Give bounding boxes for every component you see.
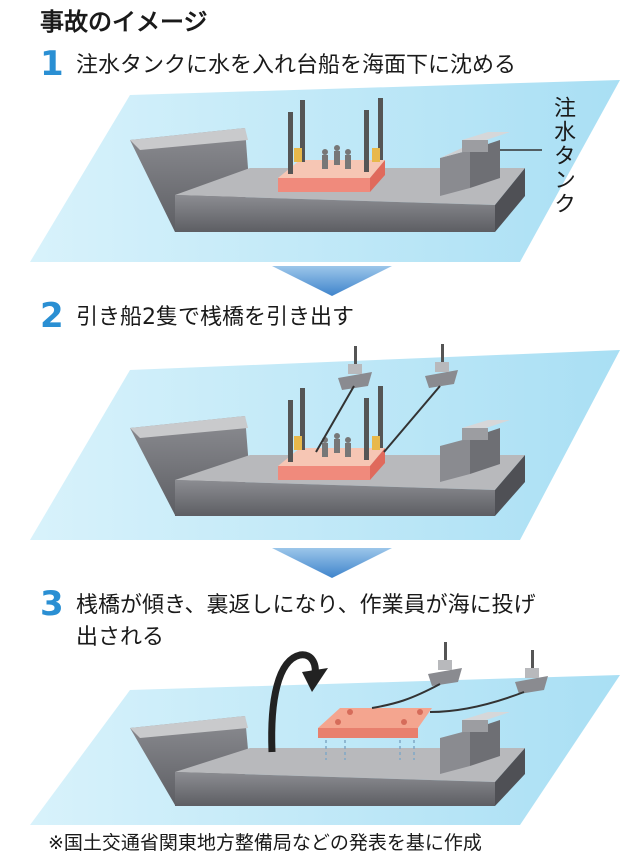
pier-side [278,466,370,480]
barge [130,716,525,806]
step-arrow-1 [272,266,392,296]
barge-hull [175,480,495,516]
pier [278,386,385,480]
pier-side [278,178,370,192]
tugboat [338,346,372,390]
tow-line [383,385,441,453]
pier [278,98,385,192]
step-2: 2 引き船2隻で桟橋を引き出す [40,296,354,336]
tugboat [428,642,462,686]
step-number: 2 [40,296,64,336]
tow-line [371,683,441,709]
pier-top [278,160,385,178]
step-text: 注水タンクに水を入れ台船を海面下に沈める [76,53,517,78]
barge-deck [175,748,525,782]
panel-1 [30,80,620,262]
source-footnote: ※国土交通省関東地方整備局などの発表を基に作成 [48,832,482,854]
capsize-arrow-head [302,668,328,692]
tugboat [515,650,548,694]
tugboat [425,344,458,388]
water-tank [440,712,510,774]
overturned-pier [318,708,432,760]
water-tank [440,132,510,196]
tow-line [315,385,355,453]
pier-top [278,448,385,466]
panel-2 [30,344,620,540]
pier-side [318,728,418,738]
diagram-title: 事故のイメージ [40,8,208,36]
capsize-arrow [268,651,319,753]
step-number: 3 [40,584,64,624]
workers [322,145,351,169]
step-text: 引き船2隻で桟橋を引き出す [76,305,354,330]
water-tank [440,420,510,482]
barge-hull [175,772,495,806]
step-text-line-2: 出される [76,625,165,650]
step-3: 3 桟橋が傾き、裏返しになり、作業員が海に投げ 出される [40,584,536,654]
barge-hull [175,195,495,232]
tow-line [429,691,525,713]
panel-3 [30,642,620,825]
step-arrow-2 [272,548,392,578]
step-number: 1 [40,44,64,84]
step-1: 1 注水タンクに水を入れ台船を海面下に沈める [40,44,517,84]
step-text-line-1: 桟橋が傾き、裏返しになり、作業員が海に投げ [76,593,536,618]
tank-label: 注水タンク [550,96,575,216]
